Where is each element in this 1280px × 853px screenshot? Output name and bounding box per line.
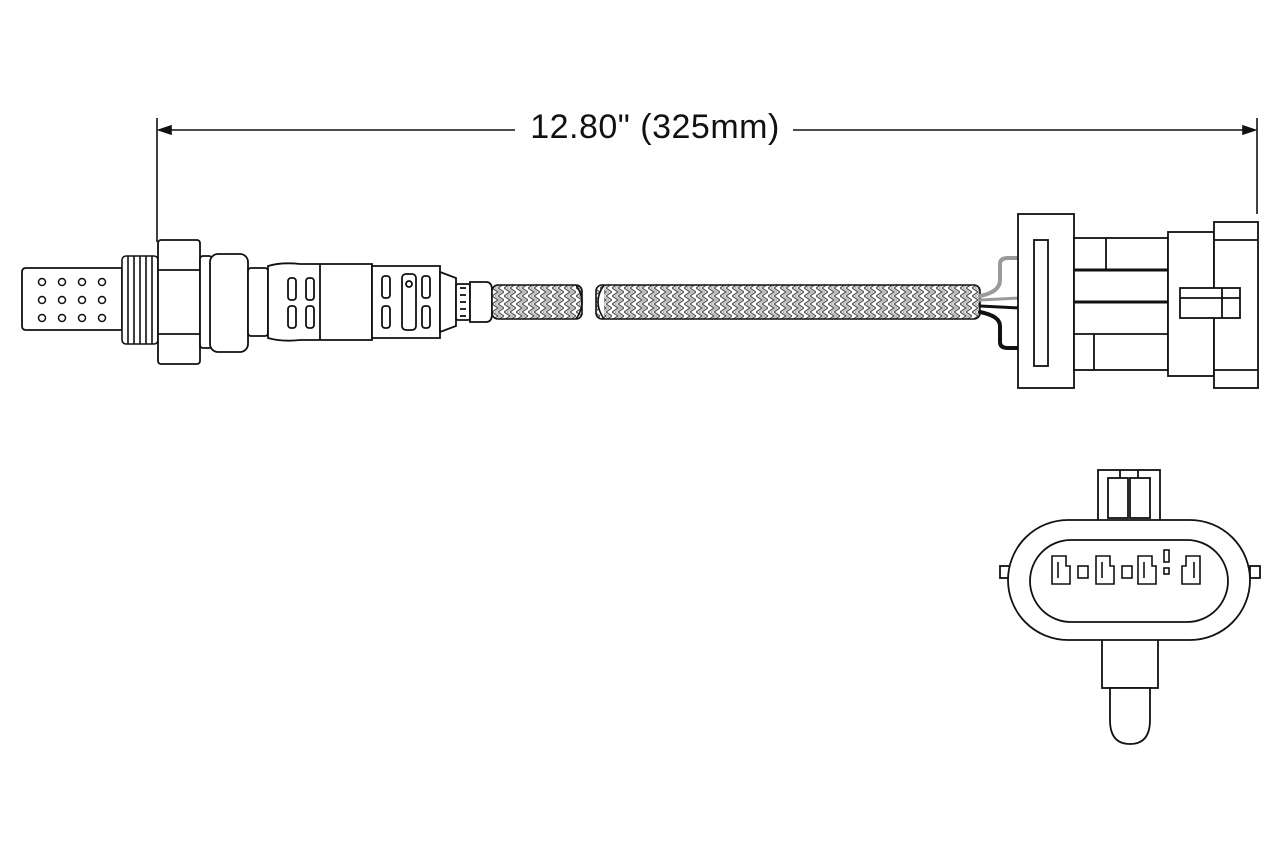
dimension-line xyxy=(156,118,1258,242)
connector-front-view xyxy=(999,469,1261,745)
sensor-threads xyxy=(121,255,159,345)
sensor-hex-nut xyxy=(157,239,201,365)
dimension-label-text: 12.80" (325mm) xyxy=(522,108,788,146)
dimension-label: 12.80" (325mm) xyxy=(0,104,1280,150)
braided-cable-left xyxy=(491,284,583,320)
braided-cable-right xyxy=(595,284,981,320)
sensor-body xyxy=(199,253,493,353)
sensor-tip-shield xyxy=(21,267,123,331)
sensor-wires xyxy=(978,256,1022,350)
connector-side-view xyxy=(1017,213,1259,389)
